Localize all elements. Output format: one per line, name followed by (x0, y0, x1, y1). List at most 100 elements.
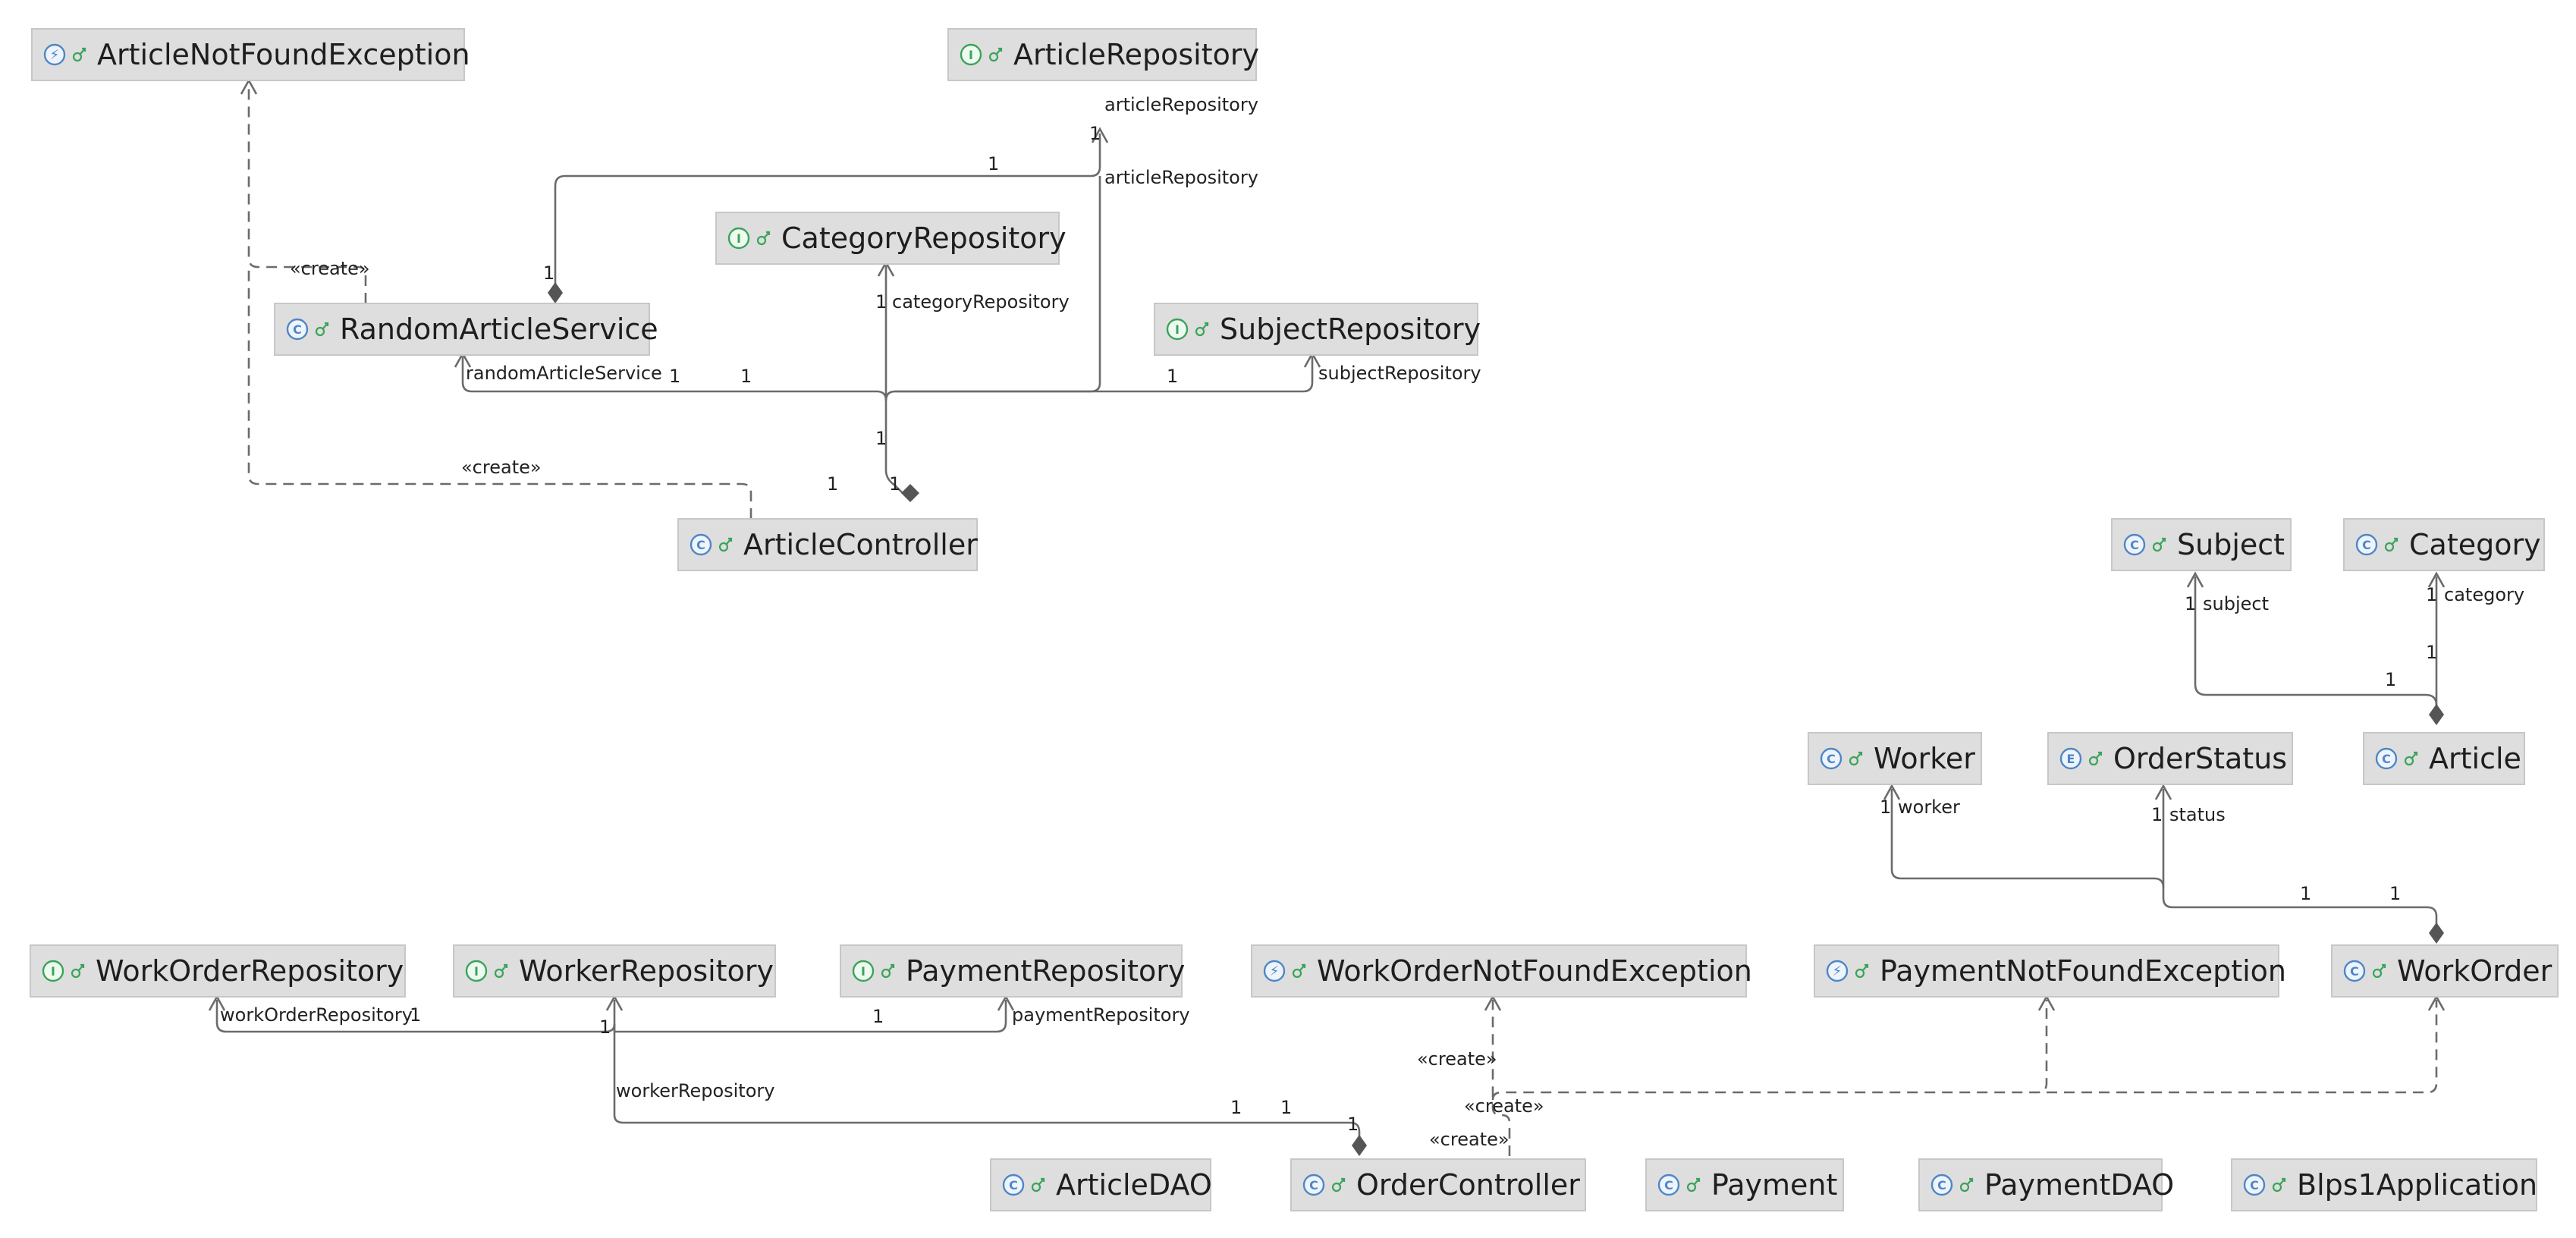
edge-create-ordercontroller-paymentnotfound (1491, 1000, 2048, 1101)
class-name: Worker (1874, 742, 1975, 775)
public-visibility-icon (1686, 1177, 1701, 1192)
public-visibility-icon (756, 231, 771, 246)
class-box-work-order-not-found-exception[interactable]: ⚡ WorkOrderNotFoundException (1251, 944, 1752, 998)
svg-text:C: C (1827, 752, 1836, 766)
class-box-background (947, 28, 1257, 81)
interface-icon: I (852, 960, 875, 982)
edge-articlecontroller-subjectrepository (884, 357, 1314, 401)
label-mult-ac-4: 1 (889, 473, 900, 495)
public-visibility-icon (494, 963, 508, 979)
class-box-background (840, 944, 1183, 998)
label-create-2: «create» (461, 457, 542, 478)
svg-text:E: E (2067, 752, 2075, 766)
enum-icon: E (2059, 747, 2082, 770)
label-mult-worker: 1 (1880, 797, 1891, 818)
class-box-worker[interactable]: C Worker (1808, 732, 1982, 785)
class-icon: C (1657, 1174, 1680, 1196)
class-box-background (2331, 944, 2559, 998)
class-name: PaymentDAO (1984, 1168, 2174, 1202)
diamond-articlecontroller (901, 484, 919, 502)
class-name: OrderStatus (2113, 742, 2287, 775)
label-workerrepository: workerRepository (616, 1080, 774, 1101)
exception-icon: ⚡ (1263, 960, 1286, 982)
class-box-payment-not-found-exception[interactable]: ⚡PaymentNotFoundException (1814, 944, 2286, 998)
svg-text:I: I (969, 48, 973, 62)
class-icon: C (1930, 1174, 1953, 1196)
label-create-5: «create» (1429, 1129, 1509, 1150)
class-name: Article (2429, 742, 2521, 775)
label-mult-ras-2: 1 (669, 366, 680, 387)
class-box-article[interactable]: C Article (2363, 732, 2525, 785)
label-mult-category: 1 (2426, 584, 2437, 605)
class-name: WorkOrderRepository (96, 954, 404, 988)
class-icon: C (1002, 1174, 1025, 1196)
label-mult-oc-3: 1 (1347, 1114, 1359, 1135)
class-icon: C (690, 533, 712, 556)
public-visibility-icon (2384, 537, 2399, 552)
svg-text:I: I (474, 964, 479, 979)
class-name: WorkerRepository (519, 954, 774, 988)
application-icon: C (2243, 1174, 2266, 1196)
public-visibility-icon (881, 963, 895, 979)
class-box-background (2231, 1158, 2537, 1211)
class-box-worker-repository[interactable]: I WorkerRepository (453, 944, 776, 998)
svg-text:C: C (293, 322, 302, 337)
edge-junction-paymentrepository (614, 1000, 1007, 1033)
edge-create-random-to-exception (247, 83, 367, 303)
public-visibility-icon (1031, 1177, 1045, 1192)
class-box-background (1918, 1158, 2163, 1211)
label-mult-wor: 1 (410, 1004, 421, 1026)
class-box-background (1154, 303, 1478, 356)
label-mult-article-1: 1 (2426, 642, 2437, 663)
class-name: PaymentNotFoundException (1880, 954, 2286, 988)
class-box-article-not-found-exception[interactable]: ⚡ArticleNotFoundException (31, 28, 470, 81)
label-category: category (2444, 584, 2524, 605)
public-visibility-icon (1195, 322, 1209, 337)
label-randomarticleservice: randomArticleService (466, 363, 662, 384)
label-subjectrepository: subjectRepository (1318, 363, 1481, 384)
label-subject: subject (2203, 593, 2269, 614)
class-icon: C (2375, 747, 2398, 770)
class-name: ArticleController (743, 528, 978, 561)
class-name: WorkOrderNotFoundException (1317, 954, 1752, 988)
public-visibility-icon (1855, 963, 1869, 979)
class-box-work-order[interactable]: C WorkOrder (2331, 944, 2559, 998)
edge-ordercontroller-workorderrepository (613, 1024, 1361, 1144)
class-box-article-controller[interactable]: C ArticleController (677, 518, 978, 571)
class-icon: C (286, 318, 309, 341)
class-box-order-status[interactable]: E OrderStatus (2047, 732, 2293, 785)
public-visibility-icon (1959, 1177, 1974, 1192)
label-mult-ac-2: 1 (875, 428, 887, 449)
edge-junction-workorderrepository (215, 1000, 616, 1033)
public-visibility-icon (718, 537, 733, 552)
svg-text:C: C (2130, 538, 2139, 552)
class-name: Blps1Application (2297, 1168, 2537, 1202)
label-mult-wo-1: 1 (2300, 883, 2311, 904)
class-icon: C (1820, 747, 1842, 770)
class-box-payment-dao[interactable]: C PaymentDAO (1918, 1158, 2174, 1211)
arrowhead-subject (2186, 571, 2204, 588)
class-box-category[interactable]: C Category (2343, 518, 2545, 571)
class-icon: C (2123, 533, 2146, 556)
public-visibility-icon (1849, 751, 1863, 766)
class-name: Category (2409, 528, 2541, 561)
svg-text:C: C (2362, 538, 2371, 552)
class-icon: C (2343, 960, 2366, 982)
label-mult-pr: 1 (872, 1006, 884, 1027)
label-mult-subject: 1 (2185, 593, 2196, 614)
class-box-blps1-application[interactable]: C Blps1Application (2231, 1158, 2537, 1211)
public-visibility-icon (72, 47, 86, 62)
class-name: WorkOrder (2397, 954, 2552, 988)
class-name: SubjectRepository (1220, 313, 1481, 346)
